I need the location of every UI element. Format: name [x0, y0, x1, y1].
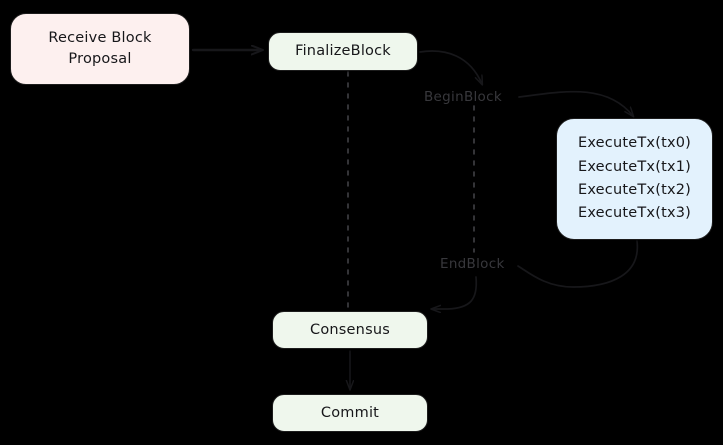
node-receive-block-proposal-line-1: Receive Block — [48, 30, 152, 47]
node-finalize-block[interactable]: FinalizeBlock — [268, 32, 418, 71]
node-execute-tx-line-4: ExecuteTx(tx3) — [577, 205, 692, 222]
edge-label-end-block: EndBlock — [440, 256, 505, 272]
node-commit[interactable]: Commit — [272, 394, 428, 432]
node-receive-block-proposal-line-2: Proposal — [68, 51, 132, 67]
node-receive-block-proposal[interactable]: Receive Block Proposal — [10, 13, 190, 85]
node-execute-tx-line-1: ExecuteTx(tx0) — [577, 135, 692, 152]
edge-endblock-to-consensus — [432, 276, 478, 309]
edge-beginblock-to-executetx — [518, 90, 633, 116]
node-execute-tx-line-3: ExecuteTx(tx2) — [577, 182, 692, 198]
node-consensus[interactable]: Consensus — [272, 311, 428, 349]
node-commit-label: Commit — [320, 404, 380, 421]
node-consensus-label: Consensus — [310, 321, 390, 338]
edge-label-begin-block: BeginBlock — [424, 89, 502, 105]
edge-finalize-to-beginblock — [419, 50, 482, 84]
node-finalize-block-label: FinalizeBlock — [295, 43, 391, 60]
edge-executetx-to-endblock — [517, 240, 639, 288]
node-execute-tx[interactable]: ExecuteTx(tx0) ExecuteTx(tx1) ExecuteTx(… — [556, 118, 713, 240]
node-execute-tx-line-2: ExecuteTx(tx1) — [577, 158, 692, 175]
